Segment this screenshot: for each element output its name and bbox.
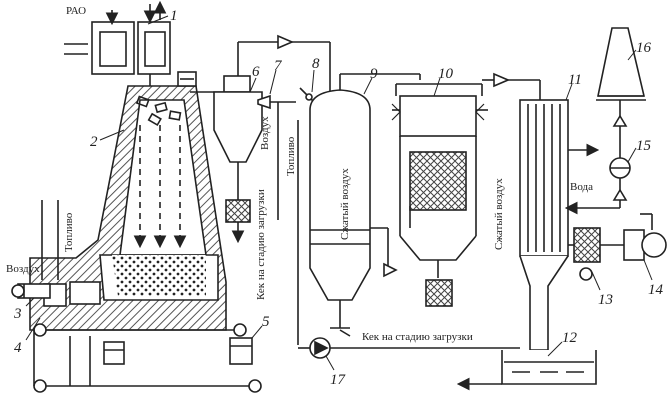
conveyor-5 — [33, 323, 262, 393]
number-15: 15 — [636, 138, 652, 154]
label-water: Вода — [570, 181, 593, 193]
furnace-2 — [29, 85, 227, 331]
label-air-cyclone: Воздух — [259, 116, 271, 150]
nozzle-7 — [257, 94, 296, 220]
number-5: 5 — [262, 314, 270, 330]
filter-10 — [391, 72, 540, 307]
number-10: 10 — [438, 66, 454, 82]
label-fuel-mid: Топливо — [285, 136, 297, 176]
label-fuel-left: Топливо — [63, 212, 75, 252]
fan-15 — [609, 100, 631, 208]
tank-12 — [456, 350, 597, 391]
number-6: 6 — [252, 64, 260, 80]
feeder-1 — [64, 0, 171, 86]
unit-14 — [623, 229, 667, 261]
number-14: 14 — [648, 282, 664, 298]
number-13: 13 — [598, 292, 613, 308]
number-2: 2 — [90, 134, 98, 150]
label-air-left: Воздух — [6, 263, 40, 275]
number-3: 3 — [13, 306, 22, 322]
label-cake-bottom: Кек на стадию загрузки — [362, 331, 473, 343]
label-cake-vertical: Кек на стадию загрузки — [255, 189, 267, 300]
number-9: 9 — [370, 66, 378, 82]
heat-exchanger-11 — [519, 80, 653, 351]
number-7: 7 — [274, 58, 283, 74]
number-16: 16 — [636, 40, 652, 56]
number-11: 11 — [568, 72, 582, 88]
stack-16 — [596, 27, 646, 101]
number-17: 17 — [330, 372, 347, 388]
number-12: 12 — [562, 330, 578, 346]
cyclone-6 — [177, 34, 331, 244]
label-compressed-air-9: Сжатый воздух — [339, 168, 351, 240]
number-8: 8 — [312, 56, 320, 72]
number-4: 4 — [14, 340, 22, 356]
label-compressed-air-11: Сжатый воздух — [493, 178, 505, 250]
number-1: 1 — [170, 8, 178, 24]
column-9 — [309, 73, 421, 329]
pump-17 — [298, 329, 520, 359]
label-rao: РАО — [66, 5, 86, 17]
unit-13 — [568, 227, 624, 281]
